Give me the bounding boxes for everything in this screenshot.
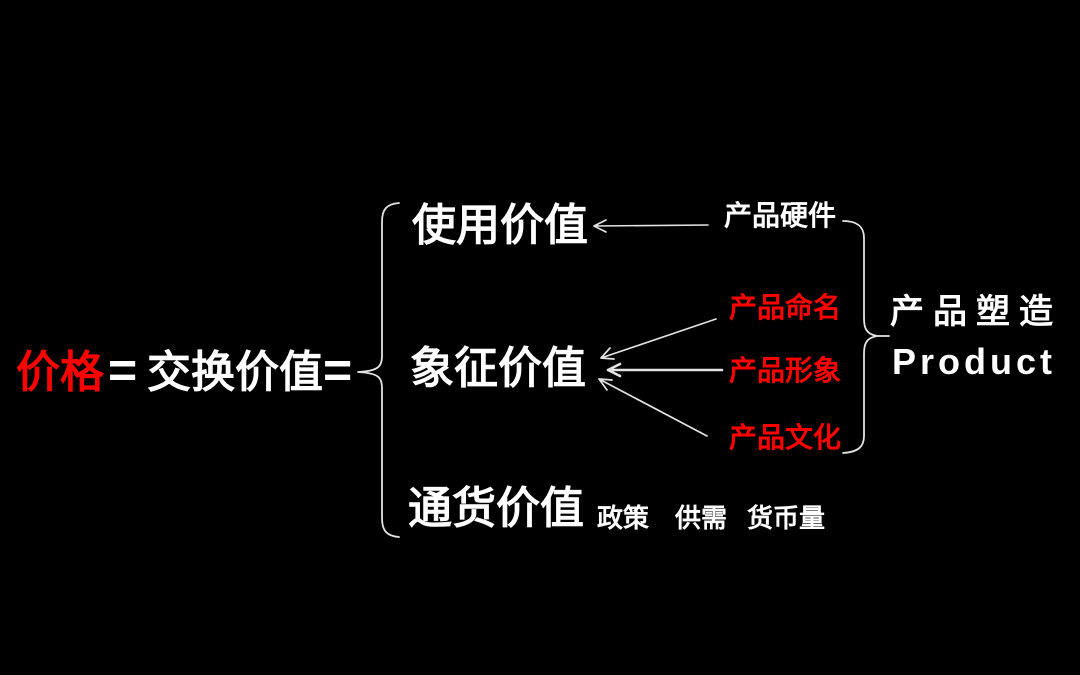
product-hardware-label: 产品硬件: [724, 200, 837, 231]
arrow-naming-to-symbolic-value: [600, 318, 717, 360]
use-value-label: 使用价值: [412, 201, 588, 250]
equals-sign-1: =: [108, 342, 138, 398]
product-image-label: 产品形象: [729, 355, 842, 386]
equals-sign-2: =: [323, 342, 353, 398]
price-label: 价格: [16, 348, 104, 397]
product-shaping-title-zh: 产品塑造: [890, 293, 1062, 331]
currency-factor-policy: 政策: [597, 503, 650, 533]
arrow-image-to-symbolic-value: [606, 362, 724, 378]
arrow-culture-to-symbolic-value: [598, 378, 708, 437]
product-culture-label: 产品文化: [729, 422, 842, 453]
left-brace: [357, 202, 400, 538]
currency-factor-money-supply: 货币量: [747, 503, 826, 533]
arrow-hardware-to-use-value: [593, 219, 709, 233]
exchange-value-label: 交换价值: [147, 348, 323, 397]
currency-value-label: 通货价值: [408, 484, 584, 533]
right-brace: [842, 220, 890, 454]
product-naming-label: 产品命名: [729, 292, 842, 323]
currency-factor-supply-demand: 供需: [675, 503, 728, 533]
product-shaping-title-en: Product: [892, 341, 1057, 382]
symbolic-value-label: 象征价值: [410, 344, 586, 393]
